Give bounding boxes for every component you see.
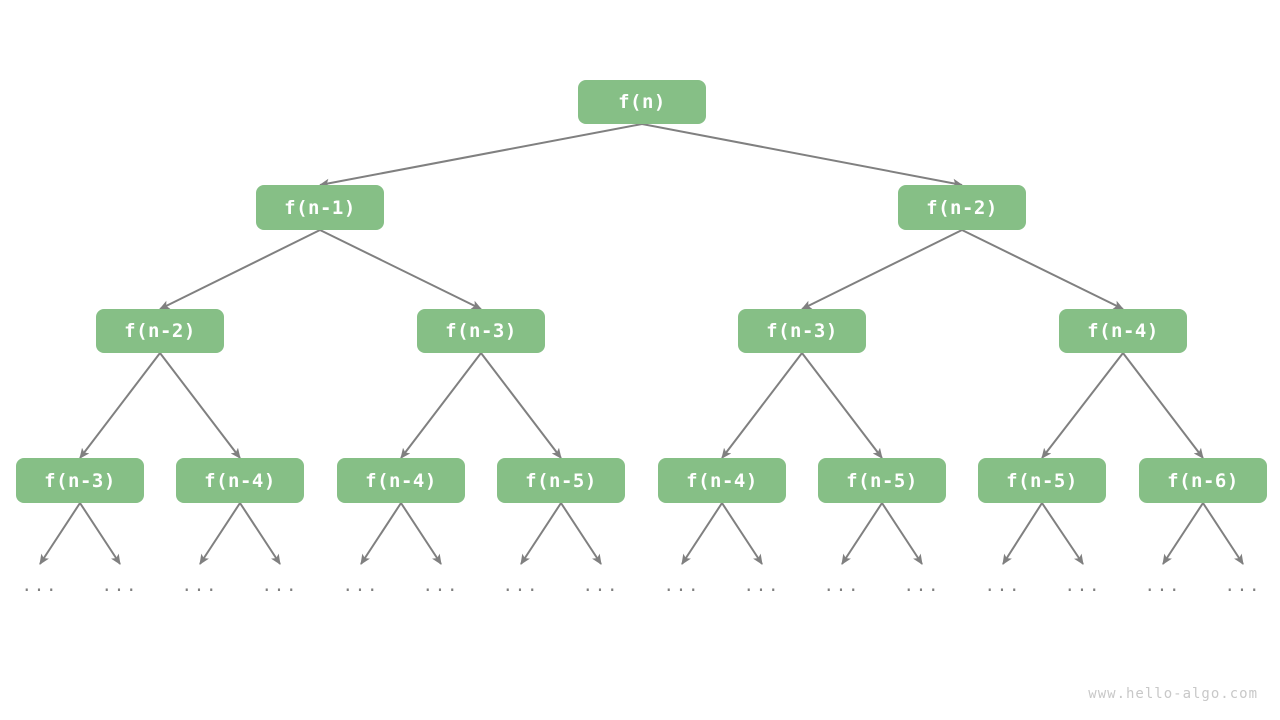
tree-edge xyxy=(159,229,321,310)
tree-edge xyxy=(1041,352,1124,459)
tree-edge xyxy=(520,502,562,565)
tree-node[interactable]: f(n-4) xyxy=(658,458,786,503)
tree-edge xyxy=(801,229,963,310)
tree-edge xyxy=(801,352,883,459)
tree-node[interactable]: f(n-1) xyxy=(256,185,384,230)
tree-node[interactable]: f(n-4) xyxy=(1059,309,1187,353)
tree-edge xyxy=(480,352,562,459)
tree-edge xyxy=(319,229,482,310)
tree-edge xyxy=(641,123,964,188)
tree-node[interactable]: f(n-4) xyxy=(176,458,304,503)
tree-edge xyxy=(400,502,442,565)
tree-edge xyxy=(318,123,643,188)
tree-edge xyxy=(400,352,482,459)
tree-edge xyxy=(199,502,241,565)
tree-edge xyxy=(721,352,803,459)
tree-node[interactable]: f(n-2) xyxy=(96,309,224,353)
tree-node[interactable]: f(n) xyxy=(578,80,706,124)
ellipsis-marker: ... xyxy=(903,575,941,596)
tree-edge xyxy=(961,229,1124,310)
ellipsis-marker: ... xyxy=(21,575,59,596)
ellipsis-marker: ... xyxy=(663,575,701,596)
tree-node[interactable]: f(n-6) xyxy=(1139,458,1267,503)
tree-edge xyxy=(159,352,241,459)
ellipsis-marker: ... xyxy=(582,575,620,596)
tree-node[interactable]: f(n-5) xyxy=(978,458,1106,503)
tree-edge xyxy=(841,502,883,565)
ellipsis-marker: ... xyxy=(342,575,380,596)
ellipsis-marker: ... xyxy=(743,575,781,596)
ellipsis-marker: ... xyxy=(1064,575,1102,596)
watermark: www.hello-algo.com xyxy=(1088,686,1258,702)
ellipsis-marker: ... xyxy=(1144,575,1182,596)
tree-node[interactable]: f(n-3) xyxy=(417,309,545,353)
tree-edge xyxy=(1202,502,1244,565)
ellipsis-marker: ... xyxy=(1224,575,1262,596)
tree-edge xyxy=(39,502,81,565)
tree-edge xyxy=(881,502,923,565)
tree-node[interactable]: f(n-4) xyxy=(337,458,465,503)
tree-edge xyxy=(1162,502,1204,565)
tree-edge xyxy=(239,502,281,565)
tree-node[interactable]: f(n-3) xyxy=(738,309,866,353)
ellipsis-marker: ... xyxy=(502,575,540,596)
tree-edge xyxy=(1002,502,1043,565)
ellipsis-marker: ... xyxy=(422,575,460,596)
tree-node[interactable]: f(n-2) xyxy=(898,185,1026,230)
tree-edge xyxy=(360,502,402,565)
tree-edge xyxy=(1122,352,1204,459)
ellipsis-marker: ... xyxy=(984,575,1022,596)
tree-node[interactable]: f(n-3) xyxy=(16,458,144,503)
ellipsis-marker: ... xyxy=(823,575,861,596)
ellipsis-marker: ... xyxy=(101,575,139,596)
tree-edge xyxy=(681,502,723,565)
tree-edge xyxy=(79,502,121,565)
ellipsis-marker: ... xyxy=(261,575,299,596)
tree-edge xyxy=(721,502,763,565)
tree-edge xyxy=(79,352,161,459)
ellipsis-marker: ... xyxy=(181,575,219,596)
edges xyxy=(39,123,1244,565)
tree-edge xyxy=(560,502,602,565)
tree-node[interactable]: f(n-5) xyxy=(818,458,946,503)
tree-edge xyxy=(1041,502,1084,565)
tree-node[interactable]: f(n-5) xyxy=(497,458,625,503)
